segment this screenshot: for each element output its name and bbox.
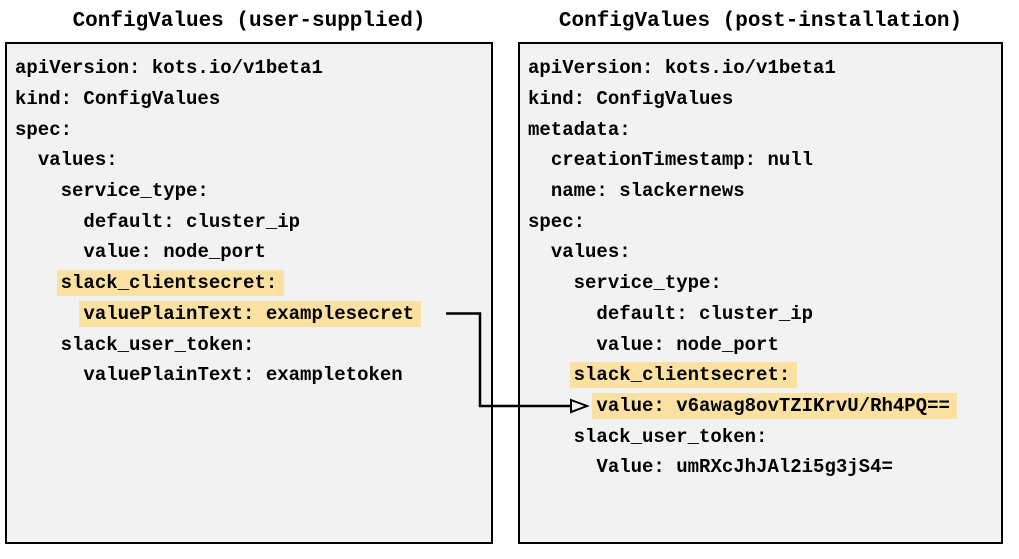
code-text: values: — [37, 149, 118, 172]
code-indent — [15, 334, 61, 356]
code-indent — [528, 426, 574, 448]
code-text: default: cluster_ip — [596, 302, 814, 325]
code-line: default: cluster_ip — [528, 299, 1001, 330]
code-indent — [528, 303, 596, 325]
code-line: name: slackernews — [528, 176, 1001, 207]
code-text: value: node_port — [83, 241, 266, 264]
code-line: apiVersion: kots.io/v1beta1 — [528, 53, 1001, 84]
code-indent — [15, 211, 83, 233]
code-indent — [15, 180, 61, 202]
code-indent — [528, 149, 551, 171]
code-indent — [15, 241, 83, 263]
config-values-user-supplied-panel: apiVersion: kots.io/v1beta1 kind: ConfigV… — [5, 42, 493, 544]
code-indent — [15, 272, 61, 294]
code-text: spec: — [15, 118, 73, 141]
code-indent — [528, 272, 574, 294]
code-line: kind: ConfigValues — [15, 84, 491, 115]
code-text: default: cluster_ip — [83, 210, 301, 233]
code-indent — [15, 364, 83, 386]
code-text: kind: ConfigValues — [528, 88, 734, 111]
code-text: apiVersion: kots.io/v1beta1 — [528, 57, 836, 80]
highlighted-code-text: slack_clientsecret: — [569, 362, 798, 389]
code-text: name: slackernews — [550, 180, 745, 203]
left-panel-code: apiVersion: kots.io/v1beta1 kind: ConfigV… — [15, 53, 491, 391]
code-text: apiVersion: kots.io/v1beta1 — [15, 57, 323, 80]
code-indent — [528, 180, 551, 202]
code-line: valuePlainText: examplesecret — [15, 299, 491, 330]
code-indent — [528, 241, 551, 263]
code-line: kind: ConfigValues — [528, 84, 1001, 115]
code-line: Value: umRXcJhJAl2i5g3jS4= — [528, 452, 1001, 483]
code-text: service_type: — [60, 180, 209, 203]
code-line: slack_user_token: — [528, 421, 1001, 452]
highlighted-code-text: slack_clientsecret: — [56, 270, 285, 297]
code-line: values: — [528, 237, 1001, 268]
code-text: Value: umRXcJhJAl2i5g3jS4= — [596, 456, 893, 479]
code-line: creationTimestamp: null — [528, 145, 1001, 176]
code-indent — [528, 364, 574, 386]
code-line: service_type: — [528, 268, 1001, 299]
right-panel-code: apiVersion: kots.io/v1beta1 kind: ConfigV… — [528, 53, 1001, 483]
code-indent — [15, 303, 83, 325]
code-indent — [15, 149, 38, 171]
code-text: values: — [550, 241, 631, 264]
code-text: slack_user_token: — [60, 333, 255, 356]
code-text: valuePlainText: exampletoken — [83, 364, 403, 387]
code-text: slack_user_token: — [573, 425, 768, 448]
code-line: value: node_port — [528, 329, 1001, 360]
code-line: service_type: — [15, 176, 491, 207]
highlighted-code-text: valuePlainText: examplesecret — [79, 300, 422, 327]
code-line: metadata: — [528, 114, 1001, 145]
code-line: slack_clientsecret: — [528, 360, 1001, 391]
left-panel-title: ConfigValues (user-supplied) — [72, 10, 426, 33]
code-line: default: cluster_ip — [15, 206, 491, 237]
code-text: value: node_port — [596, 333, 779, 356]
code-line: value: v6awag8ovTZIKrvU/Rh4PQ== — [528, 391, 1001, 422]
code-line: value: node_port — [15, 237, 491, 268]
code-text: metadata: — [528, 118, 631, 141]
code-line: valuePlainText: exampletoken — [15, 360, 491, 391]
code-text: service_type: — [573, 272, 722, 295]
code-line: spec: — [528, 206, 1001, 237]
code-text: creationTimestamp: null — [550, 149, 814, 172]
code-line: slack_clientsecret: — [15, 268, 491, 299]
code-line: spec: — [15, 114, 491, 145]
code-line: slack_user_token: — [15, 329, 491, 360]
right-panel-title: ConfigValues (post-installation) — [558, 10, 963, 33]
code-text: kind: ConfigValues — [15, 88, 221, 111]
code-line: apiVersion: kots.io/v1beta1 — [15, 53, 491, 84]
code-line: values: — [15, 145, 491, 176]
code-indent — [528, 456, 596, 478]
code-indent — [528, 395, 596, 417]
code-text: spec: — [528, 210, 586, 233]
config-values-post-installation-panel: apiVersion: kots.io/v1beta1 kind: ConfigV… — [518, 42, 1003, 544]
code-indent — [528, 334, 596, 356]
highlighted-code-text: value: v6awag8ovTZIKrvU/Rh4PQ== — [592, 392, 957, 419]
